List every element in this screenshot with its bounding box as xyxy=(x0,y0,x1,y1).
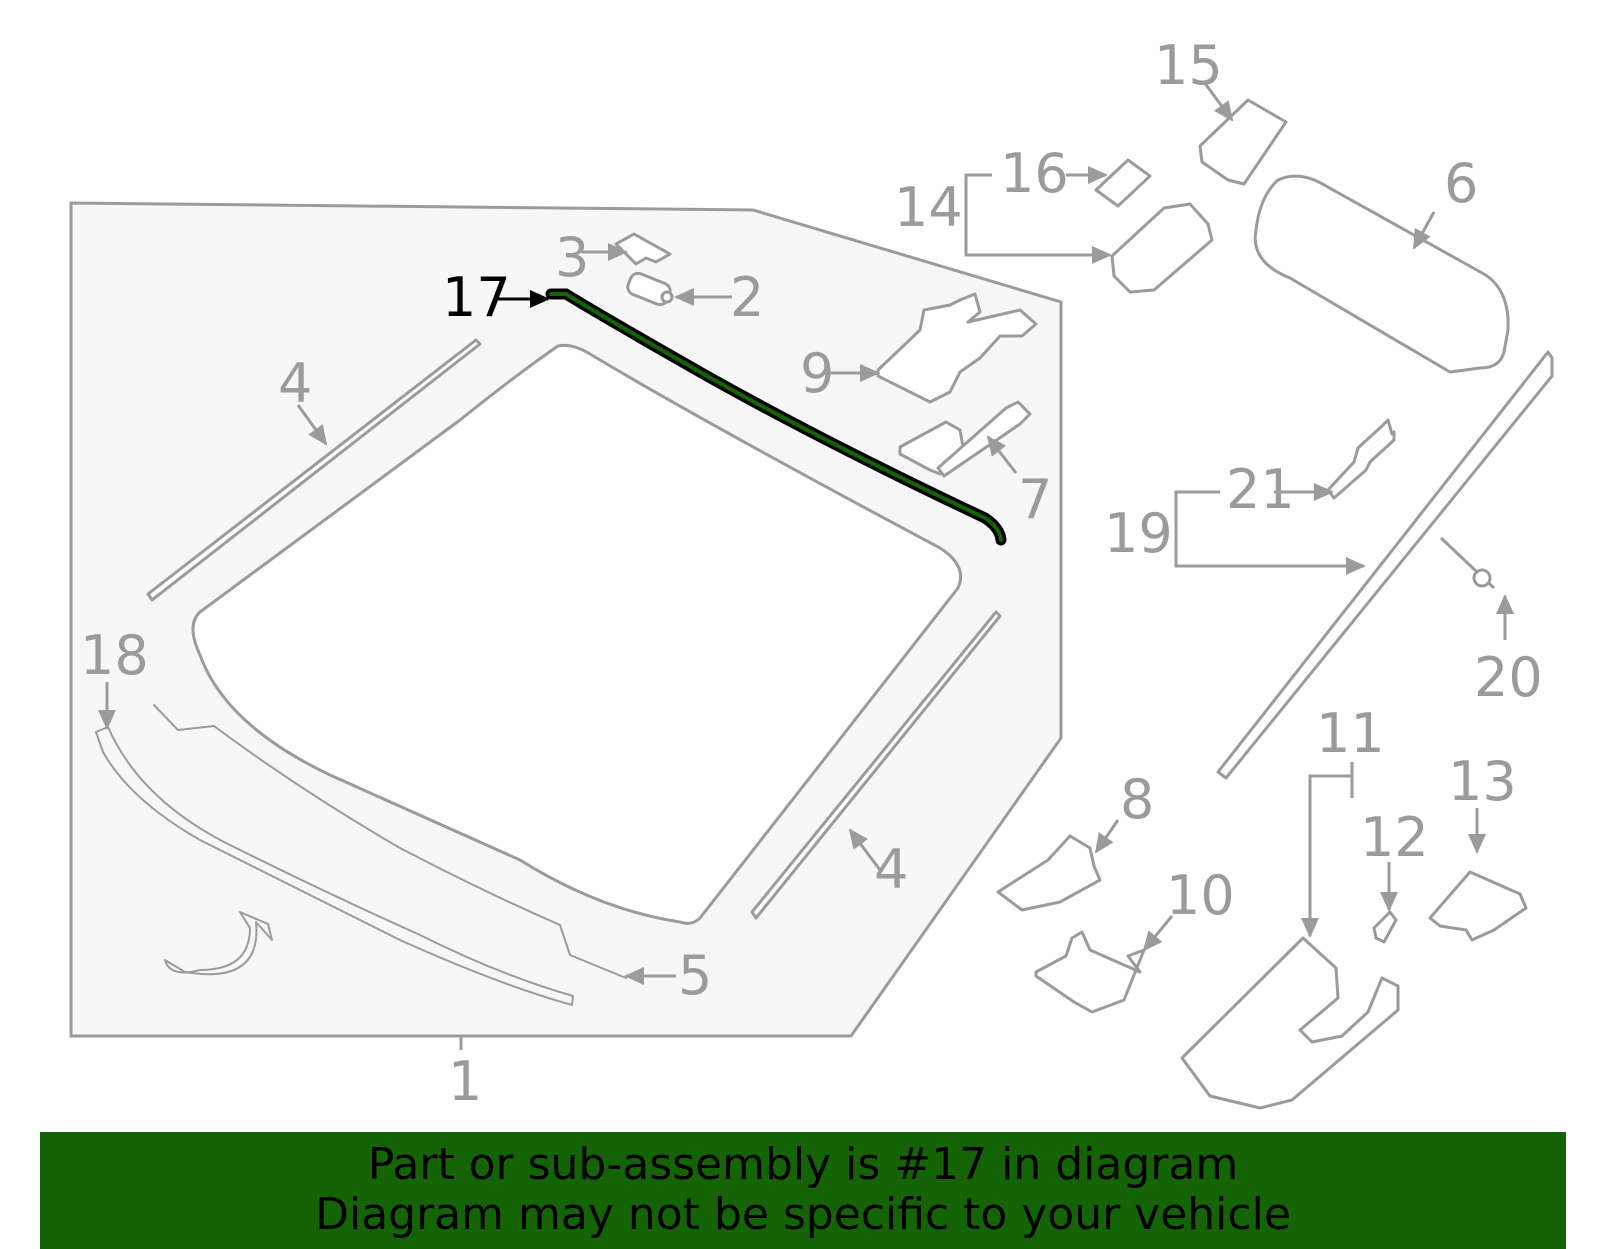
part-9-bracket[interactable] xyxy=(876,292,1038,404)
label-11[interactable]: 11 xyxy=(1316,702,1385,765)
label-1[interactable]: 1 xyxy=(448,1050,482,1113)
label-5[interactable]: 5 xyxy=(678,944,712,1007)
part-2-clip[interactable] xyxy=(625,271,674,307)
label-3[interactable]: 3 xyxy=(555,226,589,289)
part-18-cowl-seal[interactable] xyxy=(95,726,574,1006)
part-7-sensor-bracket[interactable] xyxy=(898,400,1032,478)
part-3-bracket[interactable] xyxy=(614,232,672,266)
part-4-left-side-molding[interactable] xyxy=(146,338,482,602)
part-10-bracket[interactable] xyxy=(1034,930,1146,1014)
info-banner: Part or sub-assembly is #17 in diagram D… xyxy=(40,1132,1566,1249)
label-16[interactable]: 16 xyxy=(1000,142,1069,205)
clip-part xyxy=(164,911,273,976)
label-4-right[interactable]: 4 xyxy=(874,838,908,901)
part-20-fastener[interactable] xyxy=(1439,536,1496,590)
label-10[interactable]: 10 xyxy=(1166,864,1235,927)
part-19-strip[interactable] xyxy=(1216,350,1554,780)
label-13[interactable]: 13 xyxy=(1448,750,1517,813)
label-9[interactable]: 9 xyxy=(800,342,834,405)
part-12-clip[interactable] xyxy=(1372,910,1398,944)
part-5-lower-molding[interactable] xyxy=(153,704,627,979)
part-4-right-side-molding[interactable] xyxy=(750,610,1002,920)
label-14[interactable]: 14 xyxy=(894,176,963,239)
part-8-cover[interactable] xyxy=(996,834,1102,912)
part-14-camera-housing[interactable] xyxy=(1110,202,1214,294)
label-7[interactable]: 7 xyxy=(1018,468,1052,531)
label-8[interactable]: 8 xyxy=(1120,768,1154,831)
part-16-pad[interactable] xyxy=(1094,158,1152,208)
label-19[interactable]: 19 xyxy=(1104,502,1173,565)
banner-line-disclaimer: Diagram may not be specific to your vehi… xyxy=(315,1189,1291,1240)
label-2[interactable]: 2 xyxy=(730,266,764,329)
windshield-glass xyxy=(191,343,963,925)
label-4-left[interactable]: 4 xyxy=(278,352,312,415)
label-12[interactable]: 12 xyxy=(1360,806,1429,869)
label-17[interactable]: 17 xyxy=(442,266,511,329)
banner-line-part: Part or sub-assembly is #17 in diagram xyxy=(367,1139,1239,1190)
label-18[interactable]: 18 xyxy=(80,624,149,687)
part-17-upper-molding[interactable] xyxy=(545,288,1007,546)
part-11-overhead-console[interactable] xyxy=(1180,936,1400,1110)
part-15-cover[interactable] xyxy=(1198,98,1288,186)
part-21-clip[interactable] xyxy=(1326,418,1396,500)
label-20[interactable]: 20 xyxy=(1474,646,1543,709)
leader-lines xyxy=(98,81,1514,985)
part-labels: 1 2 3 4 4 5 6 7 8 9 10 11 12 13 14 15 16… xyxy=(80,34,1543,1113)
part-13-bracket[interactable] xyxy=(1428,870,1528,942)
part-6-rearview-mirror[interactable] xyxy=(1253,174,1510,374)
label-21[interactable]: 21 xyxy=(1226,458,1295,521)
label-15[interactable]: 15 xyxy=(1154,34,1223,97)
label-6[interactable]: 6 xyxy=(1444,152,1478,215)
